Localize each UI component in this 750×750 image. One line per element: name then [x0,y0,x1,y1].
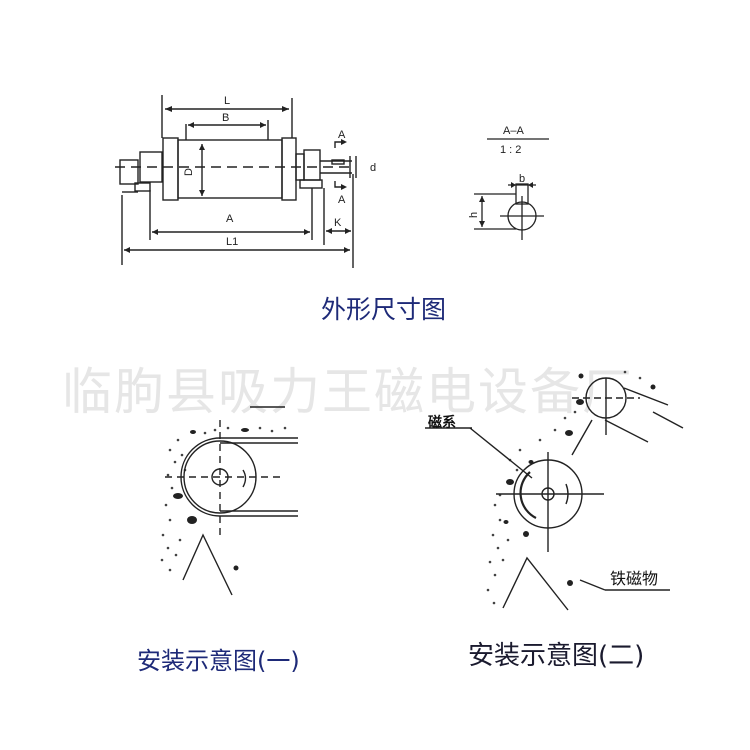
install-diagram-2 [425,377,684,611]
label-B: B [222,112,229,124]
particles-1 [160,426,287,572]
label-L: L [224,95,230,107]
watermark-company-name: 临朐县吸力王磁电设备厂 [62,363,634,421]
label-ferromagnetic: 铁磁物 [610,569,658,588]
label-b: b [519,173,525,185]
dimension-labels: L B D A L1 K d A A [183,95,376,248]
label-h: h [468,212,480,218]
label-section-top: A [338,129,346,141]
section-title: A–A [503,125,524,137]
label-d: d [370,162,376,174]
label-D: D [183,168,195,176]
section-scale: 1 : 2 [500,144,521,156]
dimension-drawing [115,95,357,268]
section-view [474,138,549,240]
particles-2 [486,370,656,605]
label-A: A [226,213,234,225]
label-section-bottom: A [338,194,346,206]
install-diagram-1 [165,406,298,596]
caption-install-1: 安装示意图(一) [137,647,300,675]
label-magnet-system: 磁系 [428,414,456,431]
label-K: K [334,217,342,229]
caption-install-2: 安装示意图(二) [468,641,645,671]
label-L1: L1 [226,236,238,248]
caption-dimension-drawing: 外形尺寸图 [321,295,447,324]
